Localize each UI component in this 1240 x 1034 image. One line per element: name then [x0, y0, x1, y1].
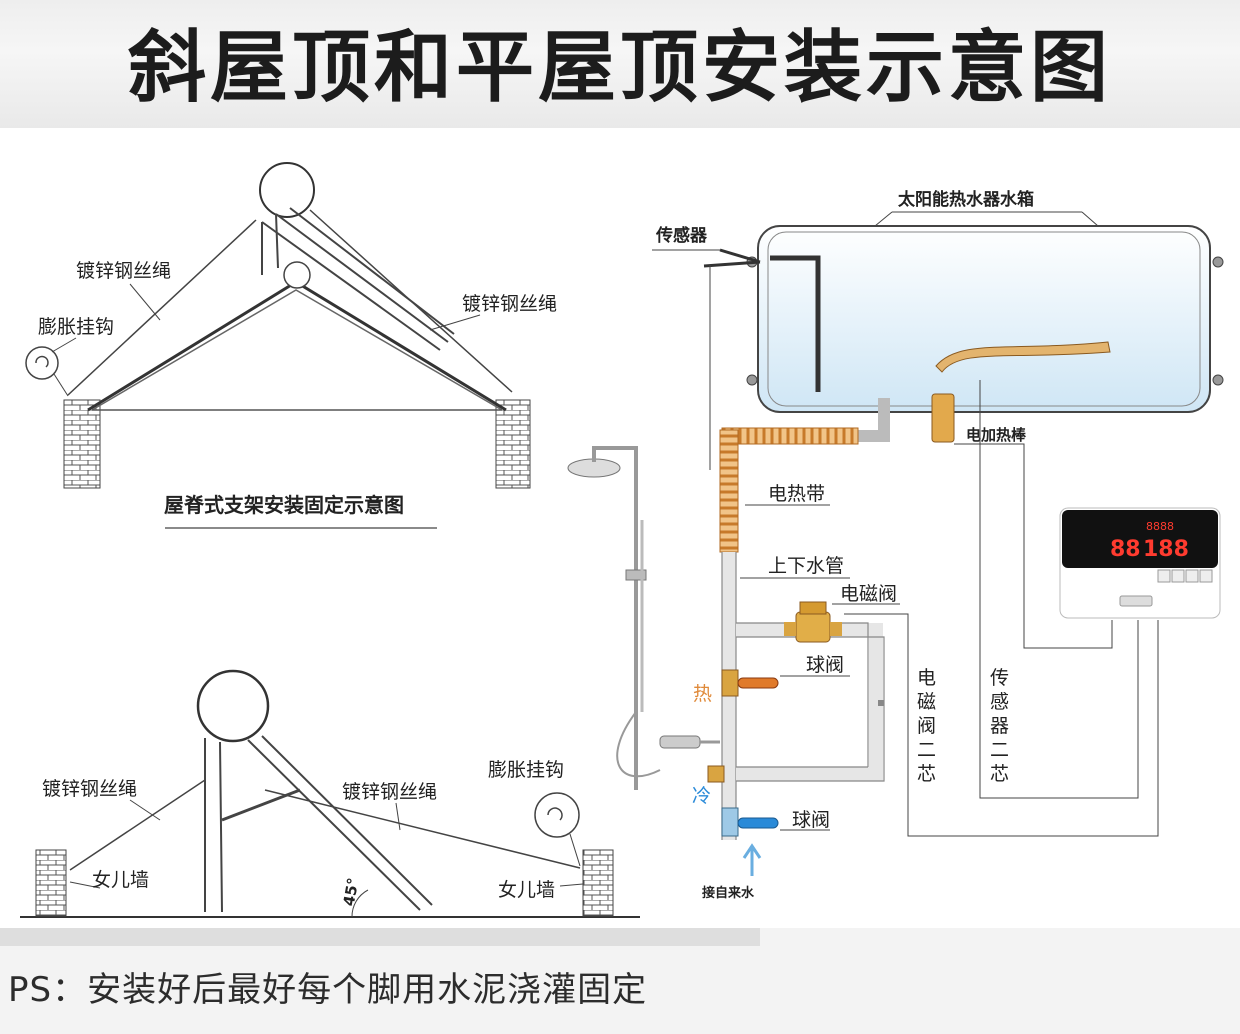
solenoid-label: 电磁阀 — [840, 583, 897, 605]
solenoid-wire — [844, 613, 1159, 837]
svg-text:二: 二 — [990, 739, 1009, 761]
parapet-left — [35, 849, 67, 917]
heater-rod-element — [935, 341, 1111, 373]
svg-text:阀: 阀 — [917, 715, 936, 737]
heat-tape-horizontal — [721, 427, 859, 445]
svg-text:器: 器 — [990, 715, 1009, 737]
solenoid-valve — [795, 611, 831, 643]
controller-button-3[interactable] — [1185, 569, 1199, 583]
pitched-roof-diagram: 镀锌钢丝绳 镀锌钢丝绳 膨胀挂钩 屋脊式支架安装固定示意图 — [25, 162, 557, 529]
flat-frame — [204, 735, 433, 913]
svg-text:电: 电 — [917, 667, 936, 689]
controller-clock: 8888 — [1146, 520, 1174, 533]
hot-ball-valve-label: 球阀 — [806, 654, 844, 676]
heat-tape-vertical — [719, 429, 739, 553]
svg-text:芯: 芯 — [990, 763, 1009, 785]
inlet-label: 接自来水 — [702, 885, 755, 901]
pitched-roof-caption: 屋脊式支架安装固定示意图 — [164, 493, 404, 517]
flat-cable-right-label: 镀锌钢丝绳 — [342, 781, 437, 803]
sensor-label: 传感器 — [655, 225, 708, 246]
flat-hook-detail — [534, 792, 580, 838]
cable-right — [309, 209, 513, 393]
heater-wire — [954, 443, 1113, 649]
page-title: 斜屋顶和平屋顶安装示意图 — [127, 23, 1112, 113]
hot-valve-handle — [737, 677, 779, 689]
flat-cable-right — [264, 789, 581, 869]
sensor-wire — [979, 380, 1139, 799]
hook-detail-circle — [25, 346, 59, 380]
footer-note: PS：安装好后最好每个脚用水泥浇灌固定 — [8, 970, 648, 1010]
flat-hook-label: 膨胀挂钩 — [488, 759, 564, 781]
pitched-cable-left-label: 镀锌钢丝绳 — [76, 260, 171, 282]
cable-left — [67, 219, 257, 396]
svg-text:感: 感 — [990, 691, 1009, 713]
bypass-loop — [736, 622, 885, 782]
cold-mark: 冷 — [692, 785, 711, 807]
parapet-right-label: 女儿墙 — [498, 879, 555, 901]
brick-pillar-left — [63, 399, 101, 489]
flat-roof-diagram: 45° 镀锌钢丝绳 镀锌钢丝绳 膨胀挂钩 女儿墙 女儿墙 — [20, 669, 640, 918]
controller-display — [1062, 510, 1218, 568]
water-tank-circle — [259, 162, 315, 218]
parapet-left-label: 女儿墙 — [92, 869, 149, 891]
solar-tank — [757, 225, 1211, 413]
shower-fixture — [567, 446, 720, 790]
svg-text:磁: 磁 — [917, 691, 936, 713]
flat-cable-left — [69, 779, 206, 871]
footer-strip — [0, 928, 760, 946]
inlet-arrow-icon — [742, 843, 762, 876]
controller-button-2[interactable] — [1171, 569, 1185, 583]
tank-label: 太阳能热水器水箱 — [898, 189, 1034, 210]
heater-rod-body — [931, 393, 955, 443]
svg-text:传: 传 — [990, 667, 1009, 689]
solenoid-wire-label: 电 磁 阀 二 芯 — [917, 667, 936, 785]
hot-mark: 热 — [693, 683, 712, 705]
hot-ball-valve — [721, 669, 739, 697]
sensor-wire-label: 传 感 器 二 芯 — [990, 667, 1009, 785]
heater-rod-label: 电加热棒 — [966, 426, 1027, 444]
brick-pillar-right — [495, 399, 531, 489]
controller-level: 188 — [1143, 537, 1189, 562]
controller-temp: 88 — [1110, 537, 1141, 562]
heat-tape-label: 电热带 — [768, 483, 825, 505]
cold-ball-valve — [721, 807, 739, 837]
pipe-label: 上下水管 — [768, 555, 844, 577]
sensor-rod — [770, 255, 821, 392]
pitched-cable-right-label: 镀锌钢丝绳 — [462, 293, 557, 315]
title-band: 斜屋顶和平屋顶安装示意图 — [0, 0, 1240, 129]
controller-button-4[interactable] — [1199, 569, 1213, 583]
pitched-hook-label: 膨胀挂钩 — [38, 316, 114, 338]
svg-text:二: 二 — [917, 739, 936, 761]
roof-outline — [87, 280, 507, 412]
cold-valve-handle — [737, 817, 779, 829]
flat-water-tank — [196, 669, 270, 743]
flat-cable-left-label: 镀锌钢丝绳 — [42, 778, 137, 800]
controller-button-1[interactable] — [1157, 569, 1171, 583]
svg-text:芯: 芯 — [917, 763, 936, 785]
flat-angle-label: 45° — [340, 876, 363, 907]
system-diagram: 太阳能热水器水箱 电加热棒 传感器 电热带 上下水管 — [567, 189, 1224, 901]
collector-tubes — [261, 207, 455, 351]
cold-ball-valve-label: 球阀 — [792, 809, 830, 831]
parapet-right — [582, 849, 614, 917]
